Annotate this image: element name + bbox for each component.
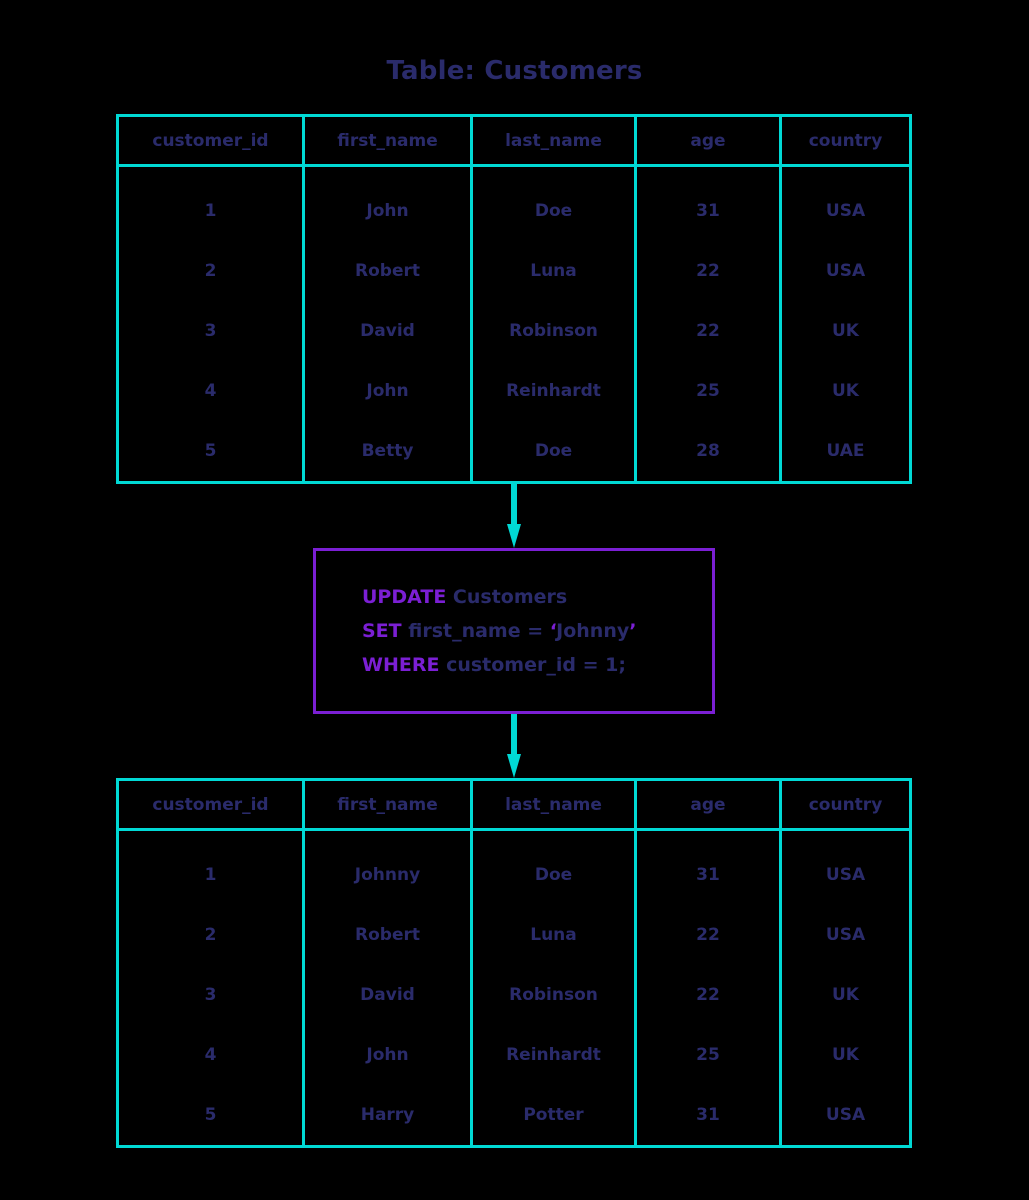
- table-cell: 3: [204, 985, 217, 1005]
- column-header-customer-id: customer_id: [119, 781, 305, 828]
- table-cell: USA: [825, 865, 866, 885]
- table-cell: John: [366, 381, 409, 401]
- column-header-age: age: [637, 781, 782, 828]
- table-column-country: USA USA UK UK UAE: [782, 167, 909, 481]
- table-cell: Johnny: [354, 865, 421, 885]
- table-column-last-name: Doe Luna Robinson Reinhardt Doe: [473, 167, 637, 481]
- table-cell: USA: [825, 925, 866, 945]
- table-cell: 3: [204, 321, 217, 341]
- table-column-last-name: Doe Luna Robinson Reinhardt Potter: [473, 831, 637, 1145]
- table-cell: Robinson: [509, 321, 598, 341]
- table-cell: John: [366, 201, 409, 221]
- table-cell: 31: [696, 1105, 720, 1125]
- column-header-country: country: [808, 130, 883, 151]
- sql-line-set-rest: first_name =: [401, 620, 550, 642]
- table-cell: 25: [696, 381, 720, 401]
- column-header-first-name: first_name: [305, 781, 473, 828]
- table-cell: Robinson: [509, 985, 598, 1005]
- column-header-country: country: [808, 794, 883, 815]
- arrow-down-icon: [507, 484, 521, 548]
- table-column-age: 31 22 22 25 31: [637, 831, 782, 1145]
- sql-line-update-rest: Customers: [446, 586, 568, 608]
- table-cell: Doe: [534, 441, 573, 461]
- table-cell: 5: [204, 441, 217, 461]
- column-header-last-name: last_name: [473, 781, 637, 828]
- table-body: 1 2 3 4 5 John Robert David John Betty D…: [119, 167, 909, 481]
- table-cell: 4: [204, 381, 217, 401]
- column-header-last-name: last_name: [473, 117, 637, 164]
- table-cell: Robert: [355, 925, 420, 945]
- table-cell: 1: [204, 865, 217, 885]
- table-column-customer-id: 1 2 3 4 5: [119, 831, 305, 1145]
- table-cell: Luna: [530, 261, 577, 281]
- table-cell: 25: [696, 1045, 720, 1065]
- table-header-row: customer_id first_name last_name age cou…: [119, 781, 909, 831]
- sql-close-quote: ’: [629, 620, 637, 642]
- table-cell: USA: [825, 261, 866, 281]
- table-cell: 22: [696, 985, 720, 1005]
- table-cell: Potter: [523, 1105, 584, 1125]
- table-cell: Betty: [361, 441, 414, 461]
- table-cell: 4: [204, 1045, 217, 1065]
- sql-line-set: SET first_name = ‘Johnny’: [362, 614, 712, 648]
- table-cell: Reinhardt: [506, 381, 601, 401]
- table-cell: Luna: [530, 925, 577, 945]
- page-title: Table: Customers: [386, 56, 643, 86]
- sql-line-where-rest: customer_id = 1;: [439, 654, 626, 676]
- sql-keyword-update: UPDATE: [362, 586, 447, 608]
- customers-table-after: customer_id first_name last_name age cou…: [116, 778, 912, 1148]
- sql-line-update: UPDATE Customers: [362, 580, 712, 614]
- table-cell: 22: [696, 925, 720, 945]
- table-cell: USA: [825, 201, 866, 221]
- table-cell: 22: [696, 321, 720, 341]
- sql-open-quote: ‘: [549, 620, 557, 642]
- table-cell: Harry: [360, 1105, 415, 1125]
- table-column-customer-id: 1 2 3 4 5: [119, 167, 305, 481]
- table-cell: USA: [825, 1105, 866, 1125]
- table-cell: UAE: [826, 441, 865, 461]
- table-column-age: 31 22 22 25 28: [637, 167, 782, 481]
- table-cell: 1: [204, 201, 217, 221]
- table-column-first-name: Johnny Robert David John Harry: [305, 831, 473, 1145]
- table-cell: 31: [696, 865, 720, 885]
- table-cell: UK: [832, 1045, 859, 1065]
- sql-keyword-set: SET: [362, 620, 402, 642]
- table-cell: Reinhardt: [506, 1045, 601, 1065]
- table-cell: 5: [204, 1105, 217, 1125]
- table-cell: UK: [832, 381, 859, 401]
- column-header-customer-id: customer_id: [119, 117, 305, 164]
- table-cell: 22: [696, 261, 720, 281]
- table-cell: 2: [204, 925, 217, 945]
- column-header-first-name: first_name: [305, 117, 473, 164]
- table-column-first-name: John Robert David John Betty: [305, 167, 473, 481]
- table-cell: UK: [832, 321, 859, 341]
- column-header-age: age: [637, 117, 782, 164]
- table-cell: David: [360, 985, 415, 1005]
- table-cell: 2: [204, 261, 217, 281]
- table-body: 1 2 3 4 5 Johnny Robert David John Harry…: [119, 831, 909, 1145]
- sql-keyword-where: WHERE: [362, 654, 440, 676]
- customers-table-before: customer_id first_name last_name age cou…: [116, 114, 912, 484]
- table-header-row: customer_id first_name last_name age cou…: [119, 117, 909, 167]
- table-column-country: USA USA UK UK USA: [782, 831, 909, 1145]
- table-cell: Doe: [534, 201, 573, 221]
- sql-line-where: WHERE customer_id = 1;: [362, 648, 712, 682]
- table-cell: Robert: [355, 261, 420, 281]
- sql-query-box: UPDATE Customers SET first_name = ‘Johnn…: [313, 548, 715, 714]
- table-cell: David: [360, 321, 415, 341]
- table-cell: John: [366, 1045, 409, 1065]
- table-cell: 31: [696, 201, 720, 221]
- sql-value-johnny: Johnny: [556, 620, 630, 642]
- table-cell: Doe: [534, 865, 573, 885]
- table-cell: UK: [832, 985, 859, 1005]
- arrow-down-icon: [507, 714, 521, 778]
- table-cell: 28: [696, 441, 720, 461]
